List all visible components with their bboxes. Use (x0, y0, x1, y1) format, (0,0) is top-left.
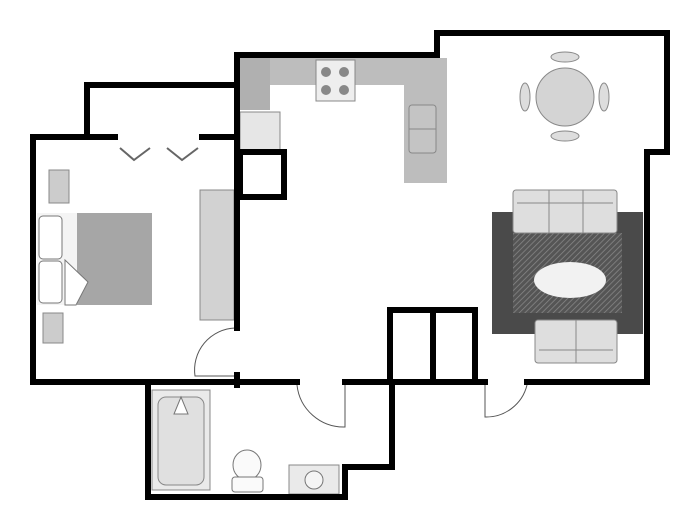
chair-icon (519, 82, 531, 112)
bed-icon (37, 213, 152, 306)
sofa-icon (512, 189, 618, 234)
bathroom-sink-icon (288, 464, 340, 495)
kitchen (239, 58, 447, 183)
kitchen-counter-left (240, 58, 270, 110)
walls (30, 30, 670, 500)
door-swing-icon (194, 327, 528, 428)
chair-icon (598, 82, 610, 112)
refrigerator-icon (239, 111, 281, 151)
loveseat-icon (534, 319, 618, 364)
stove-icon (315, 59, 356, 102)
dining-table-icon (519, 51, 610, 142)
chair-icon (550, 130, 580, 142)
nightstand-icon (48, 169, 70, 204)
coffee-table-icon (534, 262, 606, 298)
bifold-door-icon (119, 147, 199, 162)
living-area (492, 189, 643, 364)
toilet-icon (231, 449, 264, 493)
nightstand-icon (42, 312, 64, 344)
bathroom (151, 389, 340, 495)
kitchen-sink-icon (408, 104, 437, 154)
bathtub-icon (151, 389, 211, 491)
bedroom (37, 147, 235, 344)
chair-icon (550, 51, 580, 63)
wardrobe-icon (199, 189, 235, 321)
